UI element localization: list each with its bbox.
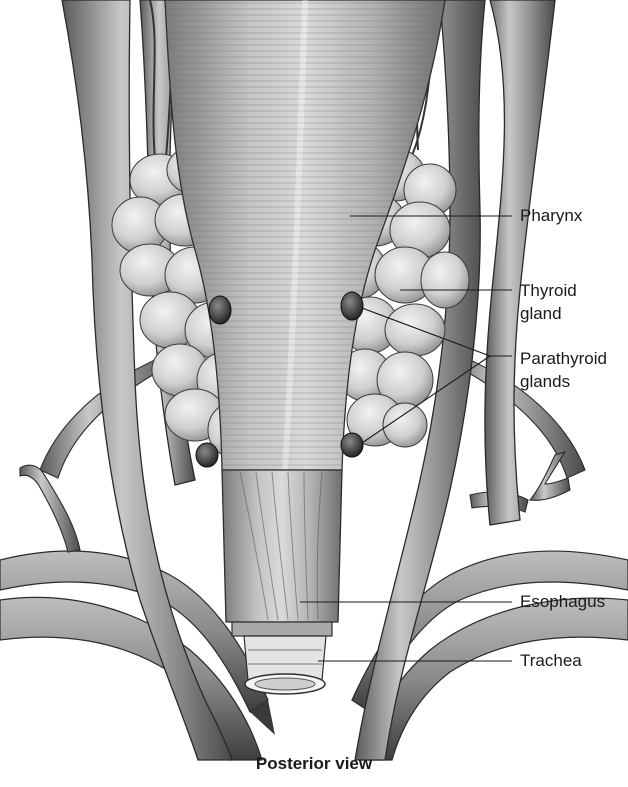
- label-esophagus: Esophagus: [520, 591, 605, 613]
- parathyroid-left-superior: [209, 296, 231, 324]
- label-parathyroid-line2: glands: [520, 371, 570, 393]
- parathyroid-left-inferior: [196, 443, 218, 467]
- parathyroid-right-inferior: [341, 433, 363, 457]
- label-thyroid-line1: Thyroid: [520, 280, 577, 302]
- esophagus: [222, 470, 342, 636]
- label-thyroid-line2: gland: [520, 303, 562, 325]
- trachea: [244, 636, 326, 694]
- label-pharynx: Pharynx: [520, 205, 582, 227]
- parathyroid-right-superior: [341, 292, 363, 320]
- label-trachea: Trachea: [520, 650, 582, 672]
- label-parathyroid-line1: Parathyroid: [520, 348, 607, 370]
- figure-caption: Posterior view: [0, 754, 628, 774]
